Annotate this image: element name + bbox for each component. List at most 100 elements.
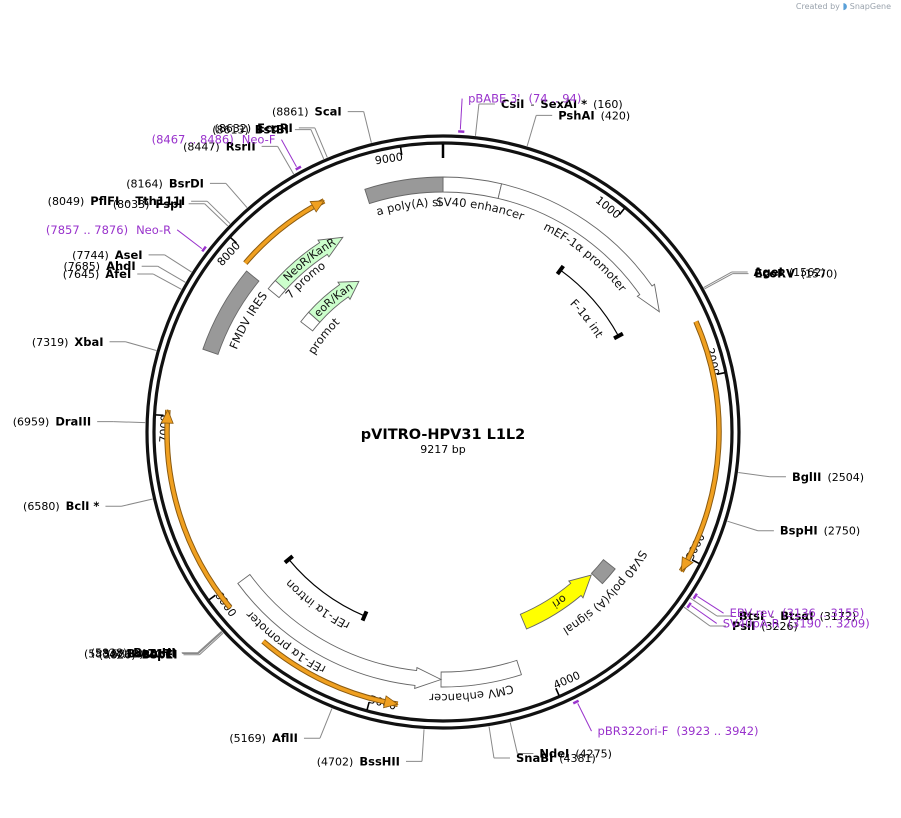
site-position: (8613): [212, 124, 249, 137]
orf-arrowhead: [309, 200, 325, 213]
site-leader-line: [277, 146, 295, 175]
primer-range: (3136 .. 3155): [782, 606, 864, 620]
snapgene-credit: Created by ◗ SnapGene: [796, 2, 891, 12]
site-enzyme-name: PflFI: [90, 194, 119, 208]
tick-mark: [366, 701, 370, 711]
site-enzyme-name: AflII: [272, 731, 298, 745]
restriction-site-label: (6580)BclI *: [23, 499, 99, 513]
site-enzyme-name: NdeI: [539, 747, 569, 761]
restriction-site-label: (7645)AfeI: [63, 267, 132, 281]
restriction-site-label: (6959)DraIII: [13, 415, 91, 429]
restriction-site-label: EcoRV(1570): [755, 267, 838, 281]
intron-end-mark: [613, 331, 624, 341]
site-leader-line: [690, 597, 718, 617]
restriction-site-label: BglII (2504): [792, 470, 864, 484]
site-position: (8164): [126, 177, 163, 190]
site-position: (7319): [32, 336, 69, 349]
tick-mark: [230, 236, 237, 244]
site-enzyme-name: BspEI: [142, 648, 178, 662]
site-enzyme-name: BtsI: [739, 609, 764, 623]
primer-mark: [572, 699, 580, 705]
restriction-site: (7319)XbaI: [32, 335, 104, 349]
site-position: (6959): [13, 416, 50, 429]
site-position: (5833): [107, 648, 144, 661]
restriction-site: BglII (2504): [792, 470, 864, 484]
snapgene-logo-icon: ◗: [842, 2, 848, 12]
orf-arcs: [160, 198, 722, 709]
backbone: [145, 134, 741, 730]
site-position: (4702): [317, 755, 354, 768]
site-leader-line: [704, 273, 733, 290]
restriction-site: PsiI(3226): [732, 619, 798, 633]
tick-mark: [618, 207, 626, 216]
primer-range: (3923 .. 3942): [676, 724, 758, 738]
plasmid-length: 9217 bp: [420, 443, 465, 456]
site-position: (8049): [48, 195, 85, 208]
site-enzyme-name: EcoRI: [257, 121, 293, 135]
orf-arrowhead: [383, 695, 399, 709]
restriction-site: AgeI(1562): [754, 265, 826, 279]
primer-name: Neo-R: [136, 223, 171, 237]
site-enzyme-name: BsrDI: [169, 176, 204, 190]
feature-terminator: [364, 176, 444, 205]
restriction-site: PshAI(420): [558, 108, 630, 122]
restriction-site: EcoRV(1570): [755, 267, 838, 281]
site-labels: CsiI-SexAI *(160)PshAI(420)AgeI(1562)Eco…: [13, 92, 870, 769]
primer-mark: [686, 602, 692, 609]
feature-rep_origin: [519, 574, 592, 630]
backbone-outer-circle: [145, 134, 741, 730]
site-enzyme-name: ScaI: [315, 105, 342, 119]
site-leader-line: [319, 708, 333, 739]
restriction-site-label: (8861)ScaI: [272, 105, 342, 119]
primer-name: EBV-rev: [730, 606, 775, 620]
site-position: (1562): [789, 266, 826, 279]
restriction-site: (5169)AflII: [229, 731, 298, 745]
site-position: (7685): [63, 260, 100, 273]
site-enzyme-name: PsiI: [732, 619, 755, 633]
tick-mark: [716, 371, 725, 376]
site-enzyme-name: BstBI: [255, 123, 289, 137]
orf-arc-fill: [679, 320, 721, 573]
site-leader-line: [197, 631, 223, 654]
primer-range: (74 .. 94): [528, 92, 581, 106]
site-enzyme-name: AhdI: [106, 259, 136, 273]
site-leader-line: [157, 265, 186, 283]
restriction-site: (6959)DraIII: [13, 415, 91, 429]
site-enzyme-name: RsrII: [226, 139, 256, 153]
site-enzyme-name: EcoRV: [755, 267, 795, 281]
restriction-site-label: (8033)FspI: [113, 197, 183, 211]
site-position: (8033): [113, 198, 150, 211]
restriction-site: CsiI-SexAI *(160): [501, 97, 623, 111]
restriction-site-label: CsiI-SexAI *(160): [501, 97, 623, 111]
restriction-site: NdeI(4275): [539, 747, 612, 761]
primer-name: pBR322ori-F: [598, 724, 669, 738]
site-position: (2504): [827, 471, 864, 484]
feature-cds: [270, 236, 344, 295]
site-position: (6580): [23, 500, 60, 513]
tick-label: 1000: [593, 194, 623, 222]
site-leader-line: [153, 273, 182, 290]
restriction-site: (6580)BclI *: [23, 499, 99, 513]
site-leader-line: [363, 111, 372, 143]
site-leader-line: [488, 726, 495, 759]
primer-mark: [295, 165, 302, 171]
primer-label: (7857 .. 7876)Neo-R: [46, 223, 171, 237]
site-leader-line: [197, 630, 222, 654]
restriction-site-label: (5826)BspEI: [99, 648, 178, 662]
site-leader-line: [121, 498, 153, 507]
restriction-site-label: (4702)BssHII: [317, 754, 400, 768]
site-leader-line: [206, 200, 231, 224]
primer-name: Neo-F: [242, 133, 276, 147]
site-position: (160): [593, 98, 623, 111]
restriction-site-label: NdeI(4275): [539, 747, 612, 761]
site-leader-line: [703, 271, 732, 289]
restriction-site: (7744)AseI: [72, 248, 142, 262]
feature-promoter: [267, 279, 287, 299]
restriction-site: (5833) AccI: [107, 647, 176, 661]
primer-name: SV40pA-R: [723, 616, 780, 630]
restriction-site-label: (5169)AflII: [229, 731, 298, 745]
site-enzyme-name: AccI: [150, 647, 177, 661]
site-position: (7744): [72, 249, 109, 262]
site-enzyme-name: BglII: [792, 470, 822, 484]
tick-mark: [691, 559, 700, 565]
